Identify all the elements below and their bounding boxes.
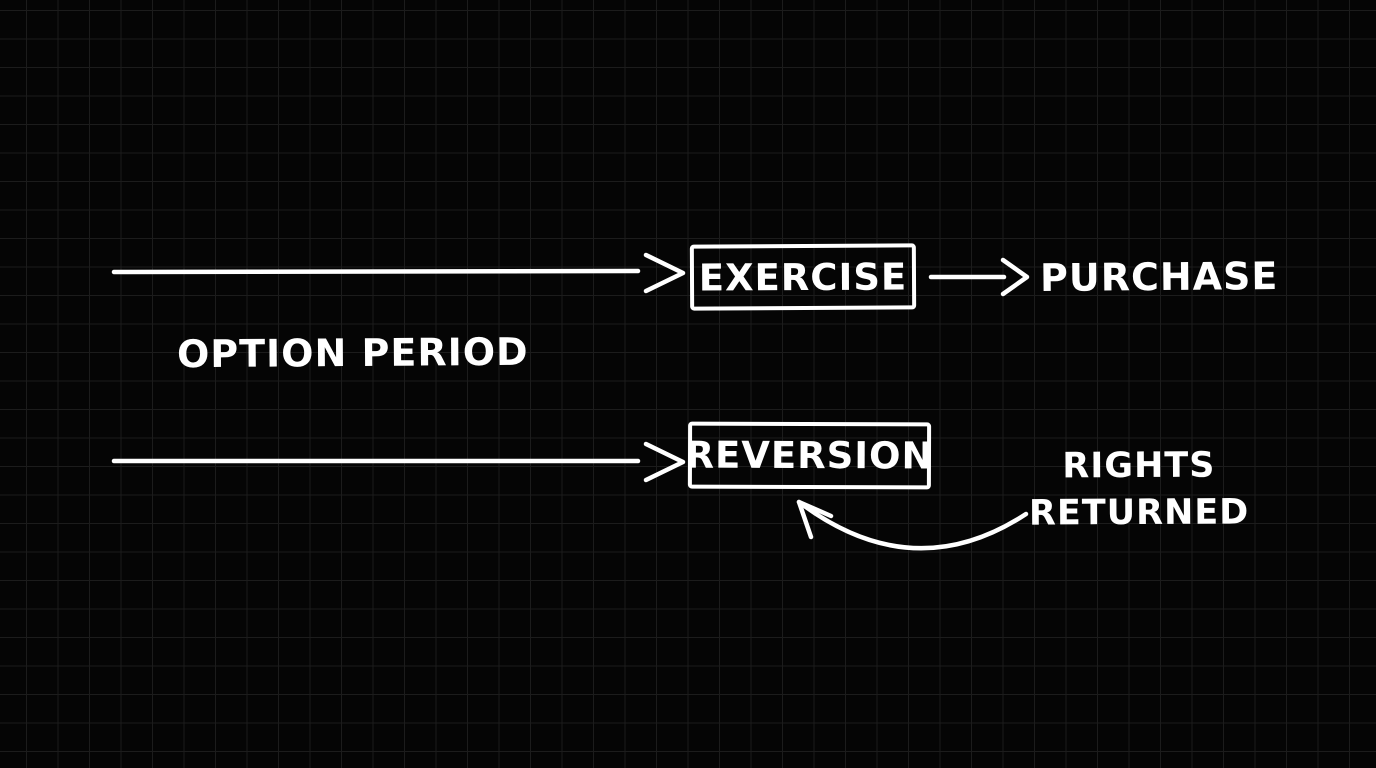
option-period-arrow-shaft	[111, 268, 641, 275]
exercise-box-label: EXERCISE	[698, 254, 908, 300]
exercise-to-purchase-arrow	[928, 257, 1030, 297]
purchase-label: PURCHASE	[1039, 253, 1279, 301]
option-period-arrow	[111, 252, 686, 294]
rights-returned-label: RIGHTS RETURNED	[1014, 442, 1264, 537]
rights-returned-line2: RETURNED	[1028, 492, 1250, 534]
reversion-arrowhead-icon	[643, 441, 686, 483]
rights-returned-line1: RIGHTS	[1062, 445, 1216, 487]
reversion-box: REVERSION	[685, 421, 934, 490]
rights-returned-arrowhead-icon	[796, 499, 834, 540]
rights-returned-curve-shaft	[796, 499, 1029, 551]
option-period-label: OPTION PERIOD	[176, 329, 529, 377]
reversion-box-label: REVERSION	[685, 433, 934, 478]
rights-returned-curved-arrow	[796, 499, 1029, 551]
exercise-to-purchase-arrowhead-icon	[1000, 257, 1030, 297]
exercise-box: EXERCISE	[689, 243, 917, 311]
option-period-arrowhead-icon	[643, 252, 686, 294]
reversion-arrow	[111, 441, 686, 483]
